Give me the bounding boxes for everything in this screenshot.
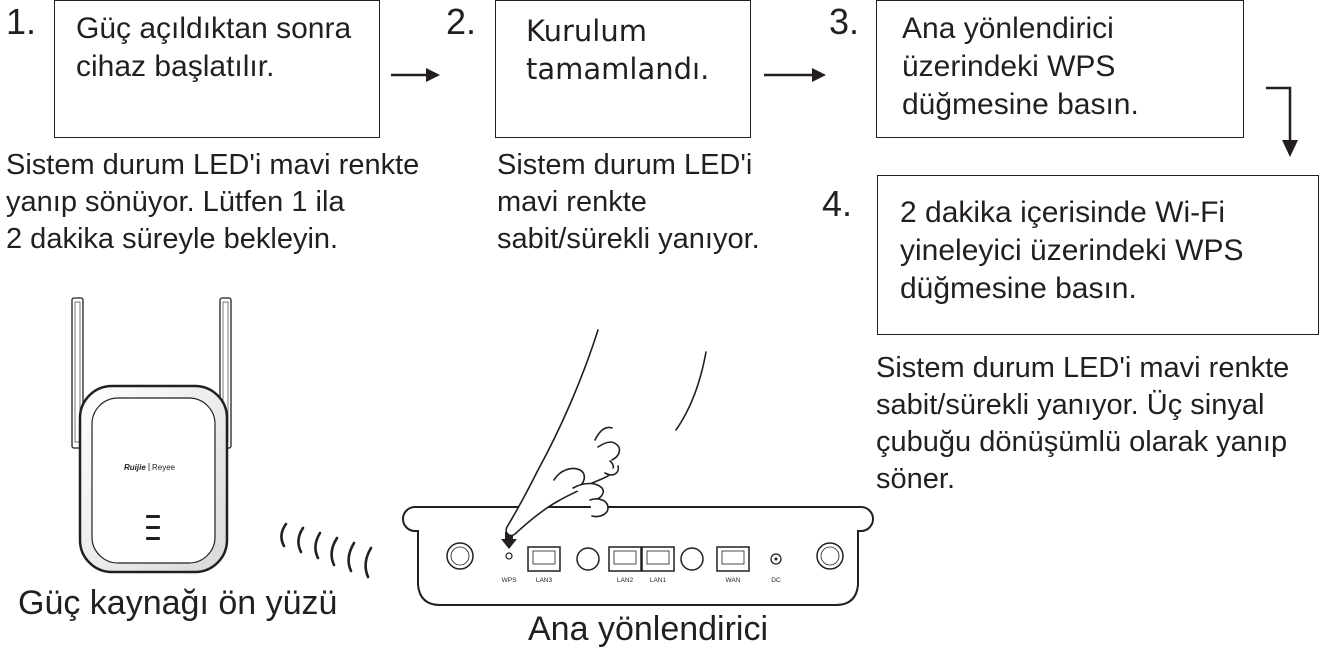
step-4-desc-line-4: söner. — [876, 463, 955, 495]
step-1-box — [54, 0, 380, 138]
step-4-box — [877, 175, 1319, 335]
step-2-description: Sistem durum LED'i mavi renkte sabit/sür… — [497, 147, 760, 258]
step-4-line-3: düğmesine basın. — [900, 272, 1137, 305]
step-2-text: Kurulum tamamlandı. — [526, 12, 709, 88]
step-2-number: 2. — [446, 1, 477, 42]
label-lan1: LAN1 — [650, 577, 667, 584]
step-2-desc-line-3: sabit/sürekli yanıyor. — [497, 223, 760, 255]
step-4-line-1: 2 dakika içerisinde Wi-Fi — [900, 196, 1226, 229]
step-1-desc-line-2: yanıp sönüyor. Lütfen 1 ila — [6, 186, 345, 218]
arrow-step3-to-step4 — [1266, 86, 1298, 157]
label-lan2: LAN2 — [617, 577, 634, 584]
step-2-line-2: tamamlandı. — [526, 52, 710, 86]
step-3-line-1: Ana yönlendirici — [902, 12, 1114, 45]
repeater-brand-logo: Ruijie — [124, 463, 146, 472]
step-2-box — [495, 0, 751, 138]
step-1-line-1: Güç açıldıktan sonra — [76, 12, 352, 45]
arrow-step2-to-step3 — [764, 68, 826, 82]
label-lan3: LAN3 — [536, 577, 553, 584]
step-3-box — [876, 0, 1244, 138]
label-wan: WAN — [726, 577, 741, 584]
step-3-line-2: üzerindeki WPS — [902, 50, 1116, 83]
router-caption: Ana yönlendirici — [528, 610, 769, 648]
step-1-line-2: cihaz başlatılır. — [76, 50, 275, 83]
repeater-caption: Güç kaynağı ön yüzü — [18, 584, 338, 622]
repeater-subbrand: Reyee — [152, 463, 176, 472]
step-3-text: Ana yönlendirici üzerindeki WPS düğmesin… — [902, 10, 1139, 124]
step-1-description: Sistem durum LED'i mavi renkte yanıp sön… — [6, 147, 419, 258]
step-3-number: 3. — [829, 1, 860, 42]
step-3-line-3: düğmesine basın. — [902, 88, 1139, 121]
wps-button — [505, 552, 513, 560]
step-4-line-2: yineleyici üzerindeki WPS — [900, 234, 1244, 267]
led-bar-2 — [146, 526, 160, 529]
step-4-desc-line-2: sabit/sürekli yanıyor. Üç sinyal — [876, 389, 1265, 421]
step-2-desc-line-2: mavi renkte — [497, 186, 647, 218]
label-wps: WPS — [502, 577, 517, 584]
step-1-desc-line-1: Sistem durum LED'i mavi renkte — [6, 149, 420, 181]
step-4-number: 4. — [822, 183, 853, 224]
label-dc: DC — [771, 577, 781, 584]
step-1-desc-line-3: 2 dakika süreyle bekleyin. — [6, 223, 339, 255]
step-4-desc-line-3: çubuğu dönüşümlü olarak yanıp — [876, 426, 1288, 458]
wifi-signal-icon — [280, 522, 373, 579]
step-4-text: 2 dakika içerisinde Wi-Fi yineleyici üze… — [900, 194, 1243, 308]
arrow-step1-to-step2 — [391, 68, 440, 82]
step-1-number: 1. — [6, 1, 37, 42]
hand-pressing-icon — [505, 329, 707, 537]
step-1-text: Güç açıldıktan sonra cihaz başlatılır. — [76, 10, 351, 86]
led-bar-1 — [146, 515, 160, 518]
step-4-desc-line-1: Sistem durum LED'i mavi renkte — [876, 352, 1290, 384]
step-2-line-1: Kurulum — [526, 14, 647, 48]
main-router-illustration: WPS LAN3 LAN2 LAN1 WAN DC — [402, 506, 874, 606]
led-bar-3 — [146, 537, 160, 540]
wifi-repeater-illustration: Ruijie Reyee — [71, 297, 232, 574]
step-2-desc-line-1: Sistem durum LED'i — [497, 149, 753, 181]
step-4-description: Sistem durum LED'i mavi renkte sabit/sür… — [876, 350, 1289, 498]
